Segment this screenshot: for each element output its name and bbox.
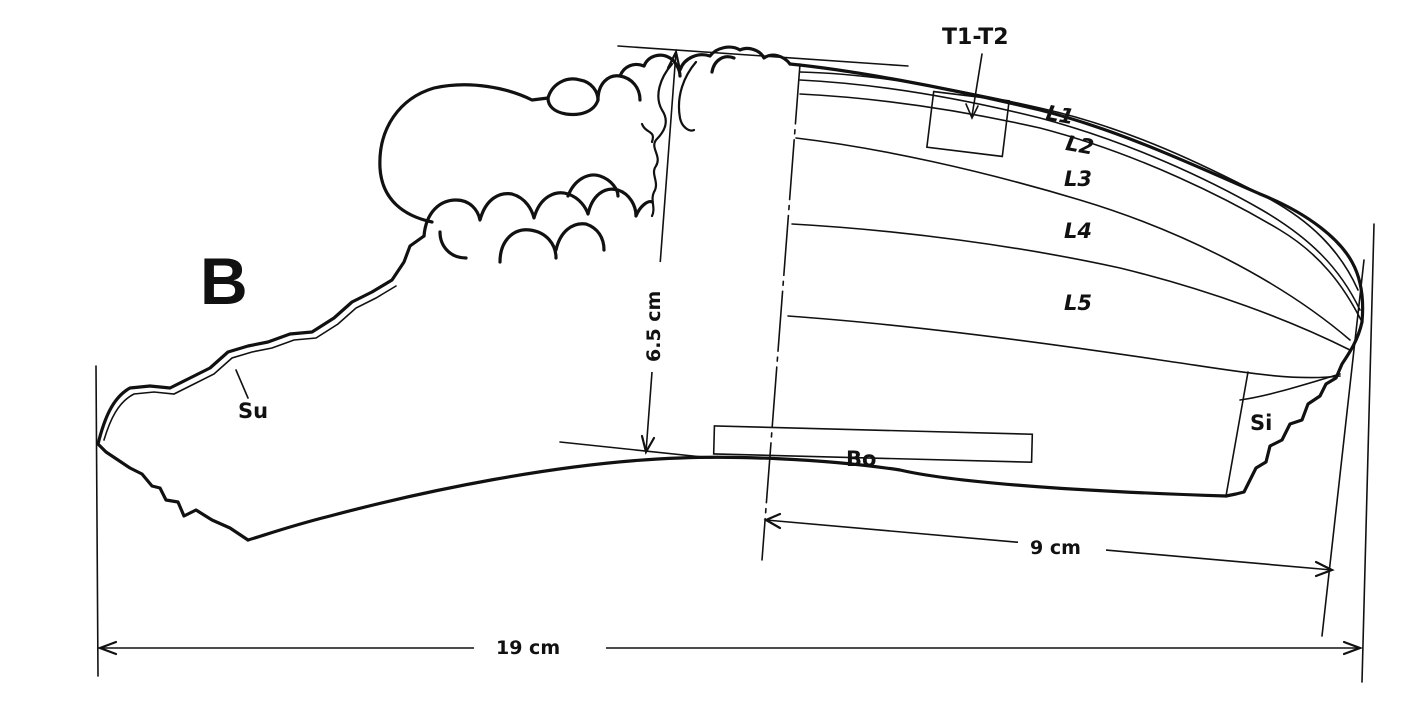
t1-t2-leader-line — [971, 53, 983, 117]
layer-label-l4: L4 — [1064, 219, 1092, 243]
su-leader-line — [235, 369, 249, 399]
width-right-arrowhead-right — [1314, 560, 1335, 578]
t1-t2-leader-arrowhead — [965, 103, 979, 120]
height-dimension-label: 6.5 cm — [643, 291, 665, 362]
total-length-dimension-label: 19 cm — [496, 637, 560, 659]
layer-line-4 — [795, 137, 1351, 341]
layer-label-l3: L3 — [1064, 167, 1092, 191]
height-arrowhead-top — [666, 48, 682, 72]
layer-line-3 — [799, 93, 1363, 323]
right-boundary-line-inner — [1321, 259, 1365, 637]
bo-label: Bo — [846, 447, 876, 471]
layer-line-2 — [799, 79, 1361, 311]
width-right-dimension-label: 9 cm — [1030, 537, 1081, 559]
layer-line-1 — [799, 71, 1359, 291]
su-label: Su — [238, 399, 268, 423]
bottom-tangent-line — [559, 441, 713, 459]
width-right-arrowhead-left — [763, 512, 782, 530]
layer-label-l2: L2 — [1064, 131, 1096, 159]
height-dimension-line — [645, 51, 677, 453]
t1-t2-sample-box — [925, 90, 1011, 158]
dimension-lines — [95, 45, 1375, 683]
layer-line-5 — [791, 223, 1351, 351]
si-boundary-line — [1225, 371, 1249, 497]
specimen-outline — [96, 45, 1365, 542]
total-length-arrowhead-right — [1342, 640, 1364, 656]
layer-lines — [787, 71, 1363, 379]
height-arrowhead-bottom — [640, 434, 656, 455]
si-label: Si — [1250, 411, 1272, 435]
top-tangent-line — [617, 45, 909, 67]
total-length-arrowhead-left — [96, 640, 118, 656]
right-boundary-line-outer — [1361, 223, 1375, 683]
layer-label-l1: L1 — [1044, 101, 1076, 129]
transect-label: T1-T2 — [942, 25, 1009, 50]
layer-line-6 — [787, 315, 1341, 379]
bo-sample-box — [712, 425, 1034, 464]
left-boundary-line — [95, 365, 99, 677]
layer-label-l5: L5 — [1064, 291, 1092, 315]
panel-letter: B — [200, 244, 248, 318]
center-reference-line — [761, 63, 801, 561]
